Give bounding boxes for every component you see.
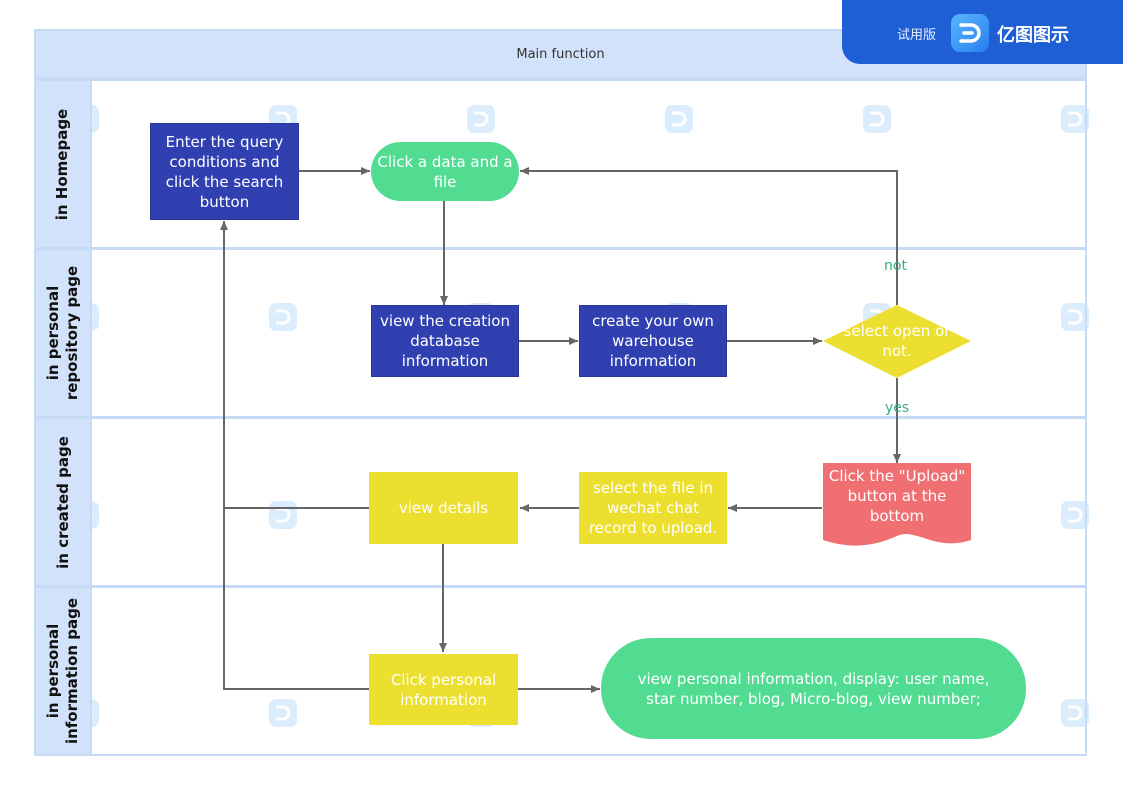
node-view-details: view details (369, 472, 518, 544)
edge-personal-to-left (223, 508, 369, 690)
watermark-logo-icon (1060, 698, 1090, 728)
node-enter-query: Enter the query conditions and click the… (150, 123, 299, 220)
decision-select-open: select open or not. (843, 322, 951, 360)
node-click-data-file: Click a data and a file (371, 142, 519, 201)
node-click-upload: Click the "Upload" button at the bottom (828, 467, 966, 525)
lane-label-created: in created page (34, 417, 92, 587)
node-view-personal-info: view personal information, display: user… (601, 638, 1026, 739)
trial-version-label: 试用版 (897, 28, 937, 43)
edge-label-not: not (884, 258, 907, 274)
watermark-logo-icon (466, 104, 496, 134)
node-view-creation-database: view the creation database information (371, 305, 519, 377)
watermark-logo-icon (1060, 500, 1090, 530)
brand-name: 亿图图示 (997, 25, 1069, 46)
watermark-logo-icon (664, 104, 694, 134)
watermark-logo-icon (1060, 302, 1090, 332)
watermark-logo-icon (1060, 104, 1090, 134)
watermark-logo-icon (268, 698, 298, 728)
edge-label-yes: yes (885, 400, 910, 416)
node-create-warehouse: create your own warehouse information (579, 305, 727, 377)
node-select-file-wechat: select the file in wechat chat record to… (579, 472, 727, 544)
watermark-logo-icon (862, 104, 892, 134)
edraw-logo-icon (951, 14, 989, 52)
decision-diamond (823, 305, 971, 378)
lane-label-personal-info: in personal information page (34, 586, 92, 756)
watermark-logo-icon (268, 302, 298, 332)
lane-label-repository: in personal repository page (34, 248, 92, 418)
node-click-personal-info: Click personal information (369, 654, 518, 725)
document-shape (823, 463, 971, 546)
lane-label-homepage: in Homepage (34, 79, 92, 249)
edge-decision-not (520, 167, 898, 305)
edge-details-to-enter (220, 221, 369, 509)
